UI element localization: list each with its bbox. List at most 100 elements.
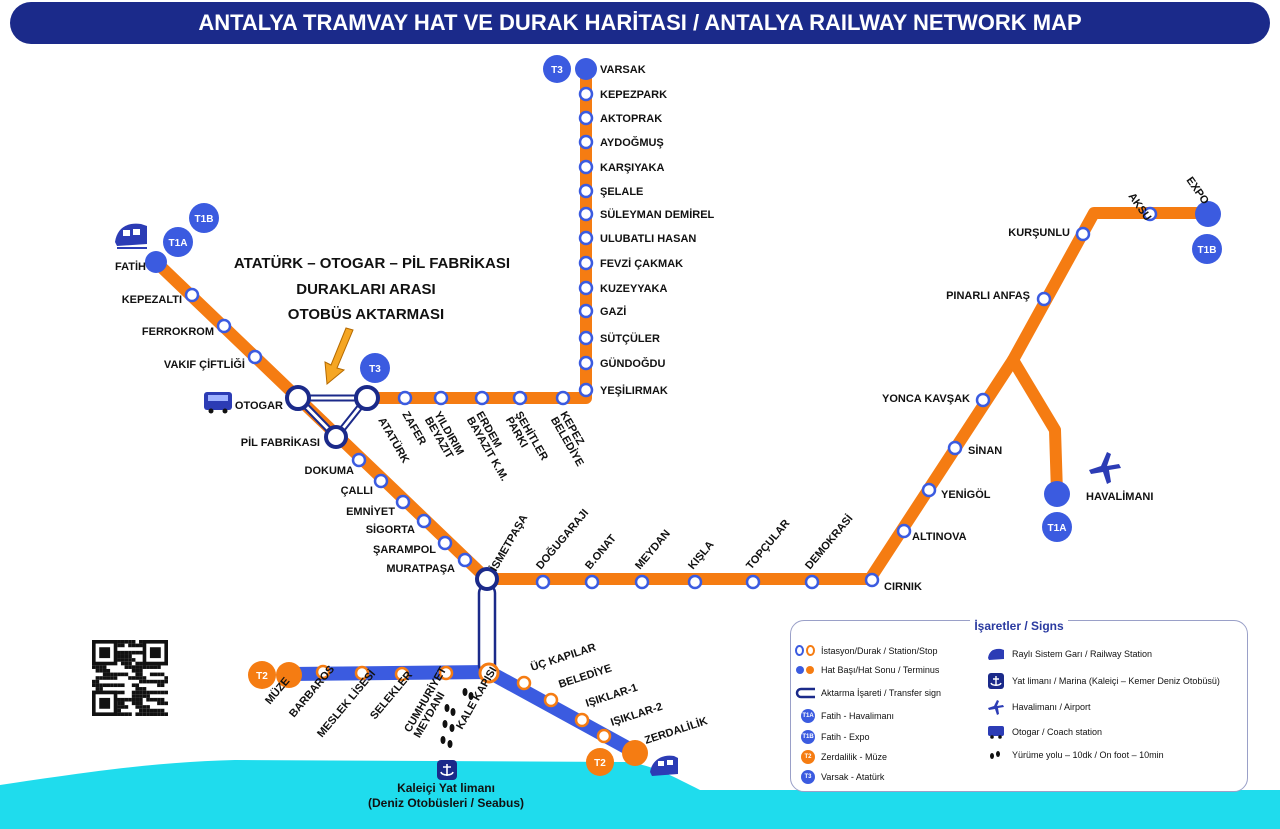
callout-line-1: ATATÜRK – OTOGAR – PİL FABRİKASI [234,255,510,272]
legend-transfer: Aktarma İşareti / Transfer sign [795,687,941,699]
station-aydo-mu--label: AYDOĞMUŞ [600,136,664,149]
station-aktoprak-stop [578,110,594,126]
station--elale-label: ŞELALE [600,186,643,198]
station-si-nan-label: SİNAN [968,444,1002,457]
station-demokrasi--stop [804,574,820,590]
marina-anchor-icon [986,673,1006,689]
callout-line-3: OTOBÜS AKTARMASI [288,306,444,323]
transfer-connector [477,583,497,675]
airport-plane-icon [986,699,1006,715]
sea-area [0,760,1280,829]
station-gazi--stop [578,303,594,319]
station--arampol-label: ŞARAMPOL [373,544,436,556]
station-s-t-ler-stop [578,330,594,346]
station-selekler-stop [394,666,410,682]
station-meydan-label: MEYDAN [633,528,673,572]
station-si-gorta-label: SİGORTA [366,523,415,536]
terminus-dot-icon [795,665,815,675]
station-i-iklar-2-label: IŞIKLAR-2 [609,701,664,729]
legend-walk: Yürüme yolu – 10dk / On foot – 10min [986,749,1164,761]
station-emni-yet-stop [395,494,411,510]
station-expo-label: EXPO [1184,175,1212,207]
station-vakif-i-ftli-i--label: VAKIF ÇİFTLİĞİ [164,358,245,371]
badge-t3-mid: T3 [369,364,381,375]
station-g-ndo-du-label: GÜNDOĞDU [600,357,665,370]
station-cirnik-stop [864,572,880,588]
station-i-iklar-2-stop [596,728,612,744]
station-kepezalti-stop [184,287,200,303]
station--elale-stop [578,183,594,199]
station-vakif-i-ftli-i--stop [247,349,263,365]
station-yeni-g-l-stop [921,482,937,498]
legend-marina: Yat limanı / Marina (Kaleiçi – Kemer Den… [986,673,1220,689]
station-yonca-kav-ak-label: YONCA KAVŞAK [882,393,970,405]
station-altinova-label: ALTINOVA [912,531,967,543]
station-si-gorta-stop [416,513,432,529]
station-ki-la-label: KIŞLA [686,539,716,572]
badge-t1a-icon: T1A [801,709,815,723]
station-muratpa-a-stop [457,552,473,568]
station-ferrokrom-label: FERROKROM [142,326,214,338]
station-otogar-label: OTOGAR [235,400,283,412]
station-yildirim-beyazit-stop [433,390,449,406]
station-b-onat-stop [584,574,600,590]
station-i-iklar-1-stop [574,712,590,728]
badge-t1a-right: T1A [1048,523,1067,534]
station-zerdalilik-label: ZERDALİLİK [643,714,709,747]
station-i-smetpa-a-label: İSMETPAŞA [487,512,530,573]
transfer-pil-fabrikasi [324,425,348,449]
station-ye-i-lirmak-label: YEŞİLIRMAK [600,384,668,397]
station-demokrasi--label: DEMOKRASİ [802,512,855,572]
badge-t1b-right: T1B [1198,245,1217,256]
station-fati-h-label: FATİH [115,260,146,273]
station-pinarli-anfa--label: PINARLI ANFAŞ [946,290,1030,302]
station-ulubatli-hasan-label: ULUBATLI HASAN [600,233,696,245]
badge-t2-right: T2 [594,758,606,769]
map-title: ANTALYA TRAMVAY HAT VE DURAK HARİTASI / … [10,2,1270,44]
station-aktoprak-label: AKTOPRAK [600,113,662,125]
terminus-muze [276,662,302,688]
footsteps-icon [440,688,474,748]
station-kuzeyyaka-label: KUZEYYAKA [600,283,667,295]
rail-station-icon [986,647,1006,661]
terminus-varsak [575,58,597,80]
badge-t1a-left: T1A [169,238,188,249]
callout-arrow [324,327,354,385]
station--alli-stop [373,473,389,489]
station-ye-i-lirmak-stop [578,382,594,398]
station-varsak-label: VARSAK [600,64,646,76]
station-i-iklar-1-label: IŞIKLAR-1 [584,682,639,710]
station-erdem-bayazit-k-m--stop [474,390,490,406]
badge-t3-icon: T3 [801,770,815,784]
station-emni-yet-label: EMNİYET [346,505,395,518]
station-si-nan-stop [947,440,963,456]
station-s-leyman-demi-rel-stop [578,206,594,222]
station-cumhuri-yet-meydani-stop [438,665,454,681]
train-icon-zerdalilik [650,755,678,776]
station-kuzeyyaka-stop [578,280,594,296]
station-kur-unlu-stop [1075,226,1091,242]
legend-terminus: Hat Başı/Hat Sonu / Terminus [795,665,939,675]
footsteps-legend-icon [986,749,1006,761]
station-ki-la-stop [687,574,703,590]
station-s-leyman-demi-rel-label: SÜLEYMAN DEMİREL [600,208,715,221]
transfer-kale-kapisi [478,662,500,684]
seabus-line-2: (Deniz Otobüsleri / Seabus) [368,796,524,810]
station-s-t-ler-label: SÜTÇÜLER [600,332,660,345]
station-pi-l-fabri-kasi-label: PİL FABRİKASI [241,436,320,449]
coach-bus-icon [986,725,1006,739]
station-cirnik-label: CIRNIK [884,581,922,593]
station-yonca-kav-ak-stop [975,392,991,408]
station-do-ugaraji-label: DOĞUGARAJI [533,506,591,571]
bus-icon [204,392,232,414]
badge-t1b-icon: T1B [801,730,815,744]
station-beledi-ye-label: BELEDİYE [557,661,613,690]
qr-code[interactable] [92,640,168,716]
station-ferrokrom-stop [216,318,232,334]
station--alli-label: ÇALLI [341,485,373,497]
legend-title: İşaretler / Signs [791,619,1247,633]
station-fevzi-akmak-label: FEVZİ ÇAKMAK [600,257,683,270]
